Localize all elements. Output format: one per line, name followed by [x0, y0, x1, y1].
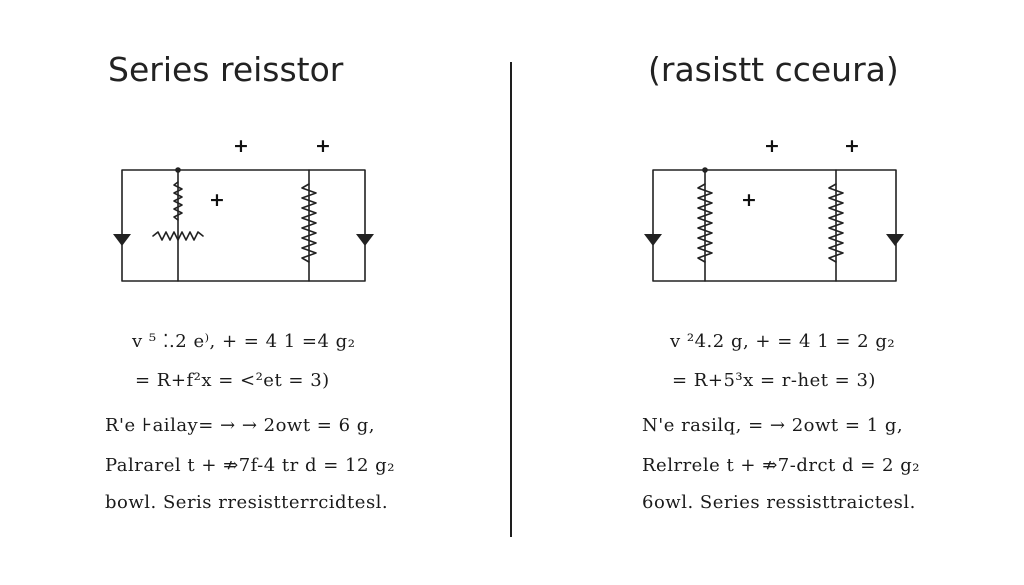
right-plus-sign-2: +	[844, 135, 860, 157]
right-panel: (rasistt cceura) + + + v ²4.2 g, + = 4 1…	[512, 0, 1024, 585]
left-resistor-2	[301, 183, 317, 263]
left-panel: Series reisstor + + + v ⁵ ⁚.2 e⁾, + = 4 …	[105, 50, 395, 513]
right-junction-dot	[702, 167, 708, 173]
left-circuit-diagram	[113, 167, 374, 282]
left-equation-1: v ⁵ ⁚.2 e⁾, + = 4 1 =4 g₂	[132, 331, 356, 352]
left-plus-sign-3: +	[209, 189, 225, 211]
right-circuit-loop	[652, 169, 897, 282]
panel-divider	[510, 62, 512, 537]
right-plus-sign-1: +	[764, 135, 780, 157]
left-equation-3: R'e ⊦ailay= → → 2owt = 6 g,	[105, 415, 376, 436]
right-equation-4: Relrrele t + ⇏7-drct d = 2 g₂	[642, 455, 920, 476]
left-circuit-loop	[121, 169, 366, 282]
left-ground-arrow-right	[356, 234, 374, 246]
left-title: Series reisstor	[108, 50, 344, 89]
left-equation-5: bowl. Seris rresistterrcidtesl.	[105, 492, 389, 513]
right-equation-5: 6owl. Series ressisttraictesl.	[642, 492, 916, 513]
right-plus-sign-3: +	[741, 189, 757, 211]
left-equation-2: = R+f²x = <²et = 3)	[135, 370, 330, 391]
right-title: (rasistt cceura)	[648, 50, 899, 89]
left-resistor-horizontal	[152, 231, 204, 241]
right-resistor-2	[828, 183, 844, 263]
right-equation-3: N'e rasilq, = → 2owt = 1 g,	[642, 415, 904, 436]
right-ground-arrow-left	[644, 234, 662, 246]
left-junction-dot	[175, 167, 181, 173]
left-ground-arrow-left	[113, 234, 131, 246]
left-plus-sign-2: +	[315, 135, 331, 157]
right-equation-1: v ²4.2 g, + = 4 1 = 2 g₂	[670, 331, 896, 352]
right-equation-2: = R+5³x = r-het = 3)	[672, 370, 876, 391]
right-circuit-diagram	[644, 167, 904, 282]
right-resistor-1	[697, 183, 713, 263]
left-resistor-1	[173, 181, 183, 221]
left-plus-sign-1: +	[233, 135, 249, 157]
right-ground-arrow-right	[886, 234, 904, 246]
left-equation-4: Palrarel t + ⇏7f-4 tr d = 12 g₂	[105, 455, 395, 476]
